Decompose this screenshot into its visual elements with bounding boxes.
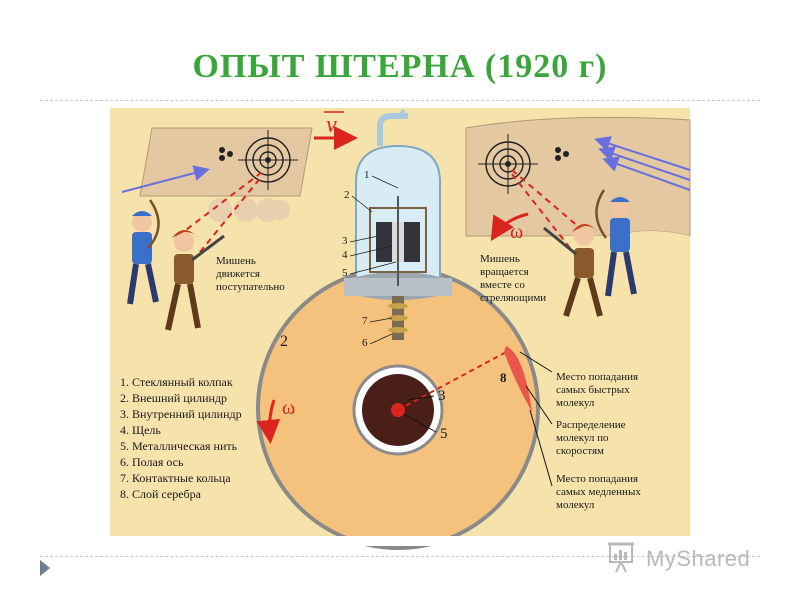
right-shot-line-2	[511, 173, 571, 249]
legend-item: 8. Слой серебра	[120, 487, 202, 501]
apparatus-axis	[388, 296, 408, 340]
cylinder-cutoff	[258, 536, 538, 546]
left-motion-arrow	[121, 165, 210, 193]
svg-text:стреляющими: стреляющими	[480, 292, 546, 304]
legend-item: 3. Внутренний цилиндр	[120, 407, 242, 421]
legend-item: 5. Металлическая нить	[120, 439, 238, 453]
omega-rotation-right: ω	[490, 212, 529, 243]
annotation-distribution: Распределение молекул по скоростям	[556, 419, 626, 457]
inner-cylinder-number: 3	[438, 388, 446, 404]
right-archer-figure	[595, 189, 637, 297]
svg-text:молекул по: молекул по	[556, 432, 609, 444]
svg-text:движется: движется	[216, 268, 260, 280]
left-target-icon	[238, 130, 298, 190]
left-target-board	[121, 127, 313, 253]
left-target-shadows	[208, 198, 290, 222]
omega-rotation-left: ω	[256, 397, 295, 444]
svg-text:самых быстрых: самых быстрых	[556, 384, 630, 396]
left-caption: Мишень движется поступательно	[216, 255, 285, 293]
legend-item: 6. Полая ось	[120, 455, 184, 469]
svg-text:самых медленных: самых медленных	[556, 486, 641, 498]
left-shot-line-1	[177, 171, 263, 237]
num-3: 3	[342, 235, 348, 247]
outer-cylinder-number: 2	[280, 333, 288, 350]
right-hit-dots	[555, 147, 569, 161]
page-title: ОПЫТ ШТЕРНА (1920 г)	[192, 48, 608, 85]
svg-text:ω: ω	[282, 397, 295, 419]
svg-text:Место попадания: Место попадания	[556, 473, 638, 485]
left-shot-line-2	[199, 175, 263, 253]
velocity-label: v	[326, 112, 337, 138]
left-hit-dots	[219, 147, 233, 161]
right-gunner-figure	[543, 224, 603, 317]
num-1: 1	[364, 169, 370, 181]
legend-item: 7. Контактные кольца	[120, 471, 231, 485]
filament-number: 5	[440, 426, 448, 442]
left-gunner-figure	[165, 230, 225, 331]
right-target-icon	[478, 134, 538, 194]
num-4: 4	[342, 249, 348, 261]
svg-text:вместе со: вместе со	[480, 279, 525, 291]
svg-text:ω: ω	[510, 221, 523, 243]
num-7: 7	[362, 315, 368, 327]
num-2: 2	[344, 189, 350, 201]
svg-text:вращается: вращается	[480, 266, 529, 278]
parts-legend: 1. Стеклянный колпак 2. Внешний цилиндр …	[120, 375, 242, 501]
svg-text:Мишень: Мишень	[216, 255, 256, 267]
num-8: 8	[500, 370, 507, 385]
molecule-path	[397, 349, 511, 411]
left-archer-figure	[127, 199, 160, 305]
annotation-slow: Место попадания самых медленных молекул	[556, 473, 641, 511]
legend-item: 1. Стеклянный колпак	[120, 375, 233, 389]
svg-text:скоростям: скоростям	[556, 445, 604, 457]
myshared-watermark: MyShared	[606, 538, 766, 578]
svg-text:молекул: молекул	[556, 397, 595, 409]
velocity-arrow: v	[314, 111, 358, 150]
silver-layer-band	[504, 346, 532, 412]
svg-text:Распределение: Распределение	[556, 419, 626, 431]
legend-item: 2. Внешний цилиндр	[120, 391, 227, 405]
svg-text:Место попадания: Место попадания	[556, 371, 638, 383]
right-caption: Мишень вращается вместе со стреляющими	[480, 253, 546, 304]
slide-bullet-icon	[40, 560, 50, 576]
svg-text:Мишень: Мишень	[480, 253, 520, 265]
footer-divider	[40, 556, 760, 557]
apparatus-inner	[369, 196, 427, 286]
watermark-text: MyShared	[646, 546, 751, 571]
svg-text:молекул: молекул	[556, 499, 595, 511]
part-numbers: 1 2 3 4 5 7 6 8	[342, 169, 507, 385]
title-divider	[40, 100, 760, 101]
annotation-leaders	[519, 351, 553, 487]
legend-item: 4. Щель	[120, 423, 161, 437]
right-motion-arrows	[594, 136, 691, 191]
num-5: 5	[342, 267, 348, 279]
presentation-icon	[608, 542, 634, 573]
svg-text:поступательно: поступательно	[216, 281, 285, 293]
annotation-fast: Место попадания самых быстрых молекул	[556, 371, 638, 409]
num-6: 6	[362, 337, 368, 349]
